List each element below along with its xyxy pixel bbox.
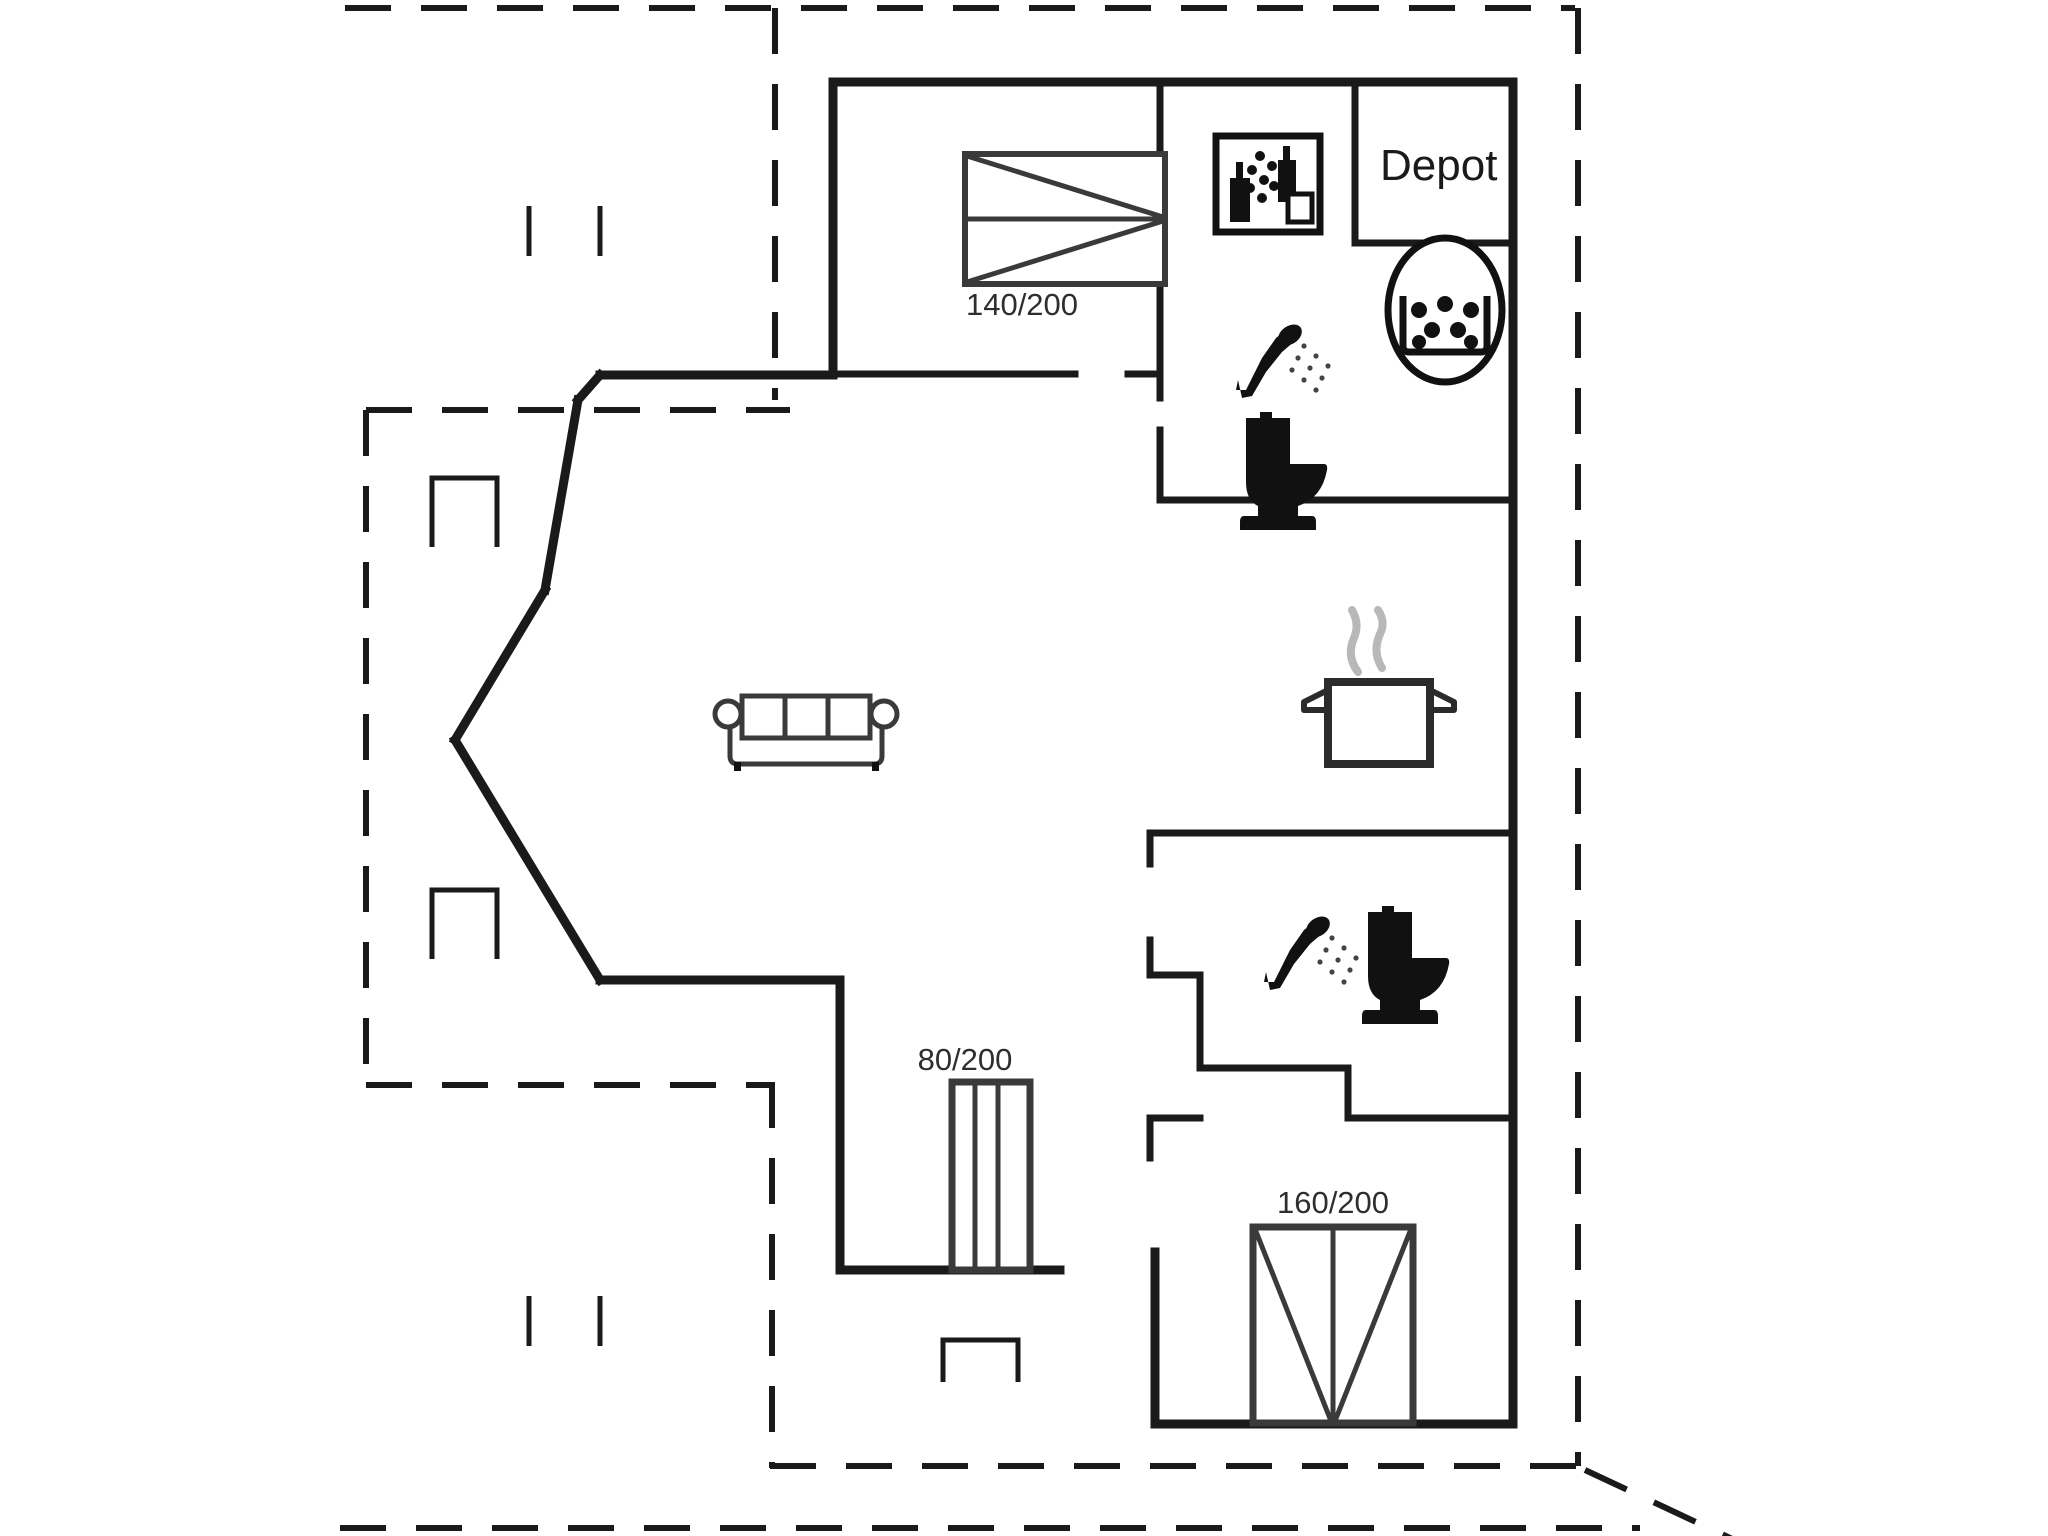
bed-140-200 xyxy=(962,151,1168,287)
bed-80-200 xyxy=(948,1078,1034,1274)
bed-140-200-label: 140/200 xyxy=(966,287,1078,322)
bed-160-200 xyxy=(1249,1223,1417,1427)
sofa-icon xyxy=(712,693,900,771)
dishwasher-icon xyxy=(1212,132,1324,236)
house-interior-walls xyxy=(829,78,1517,1162)
bed-160-200-label: 160/200 xyxy=(1277,1185,1389,1220)
depot-label: Depot xyxy=(1380,141,1497,190)
toilet-icon-lower xyxy=(1362,906,1450,1024)
bed-80-200-label: 80/200 xyxy=(918,1042,1013,1077)
cooking-pot-icon xyxy=(1301,606,1457,768)
terrace-furniture-brackets xyxy=(429,475,1021,1382)
shower-icon-lower xyxy=(1264,916,1359,990)
shower-icon-upper xyxy=(1236,324,1331,398)
terrace-outline xyxy=(340,5,1733,1536)
washing-machine-icon xyxy=(1384,234,1506,386)
terrace-gate-ticks xyxy=(526,206,603,1346)
toilet-icon-upper xyxy=(1240,412,1328,530)
